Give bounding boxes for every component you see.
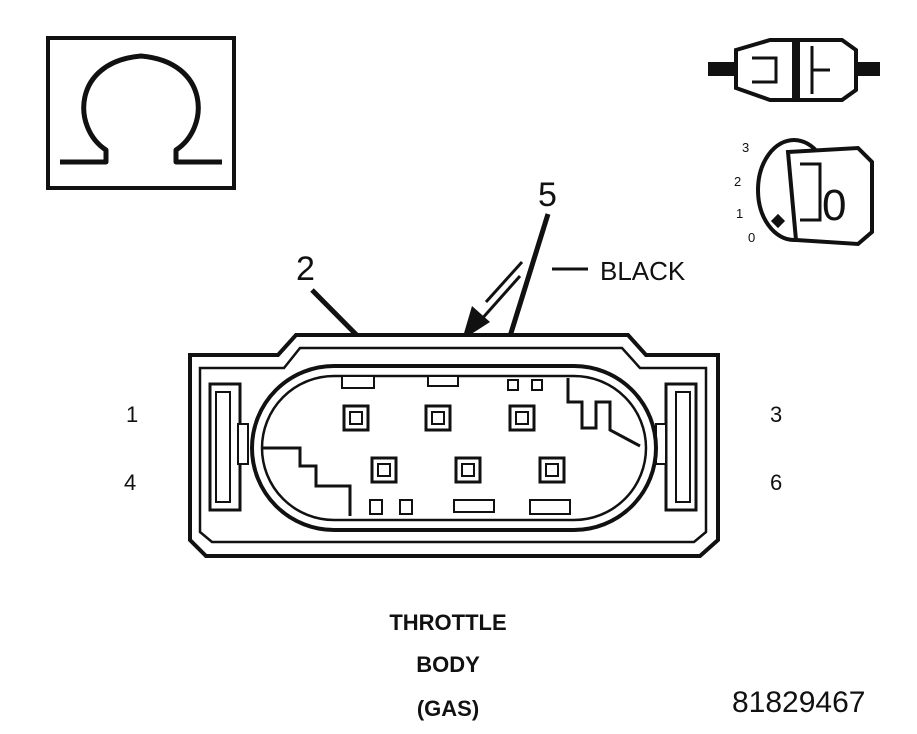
dial-position-1: 1 (736, 206, 743, 221)
pin-6-label: 6 (770, 470, 782, 495)
figure-number: 81829467 (732, 686, 865, 719)
color-arrowhead (462, 306, 490, 340)
omega-icon (46, 36, 236, 190)
throttle-body-connector (188, 333, 720, 558)
dial-position-2: 2 (734, 174, 741, 189)
pin-cavity-2 (424, 404, 452, 432)
connector-disconnect-icon (708, 38, 880, 102)
ignition-key-icon: 3 2 1 0 0 (734, 138, 874, 247)
pin-cavity-4 (370, 456, 398, 484)
pin-cavity-6 (538, 456, 566, 484)
pin-3-label: 3 (770, 402, 782, 427)
pin-1-label: 1 (126, 402, 138, 427)
dial-position-3: 3 (742, 140, 749, 155)
color-leader-a (484, 260, 524, 304)
key-position-value: 0 (822, 181, 846, 230)
caption-line-3: (GAS) (417, 696, 479, 721)
pin-cavity-5 (454, 456, 482, 484)
callout-pin-5-label: 5 (538, 176, 557, 214)
caption-line-2: BODY (416, 652, 480, 677)
pin-4-label: 4 (124, 470, 136, 495)
pin-cavity-1 (342, 404, 370, 432)
connector-color-label: BLACK (600, 256, 686, 286)
dial-position-0: 0 (748, 230, 755, 245)
caption-line-1: THROTTLE (389, 610, 506, 635)
callout-pin-2-label: 2 (296, 250, 315, 288)
pin-cavity-3 (508, 404, 536, 432)
